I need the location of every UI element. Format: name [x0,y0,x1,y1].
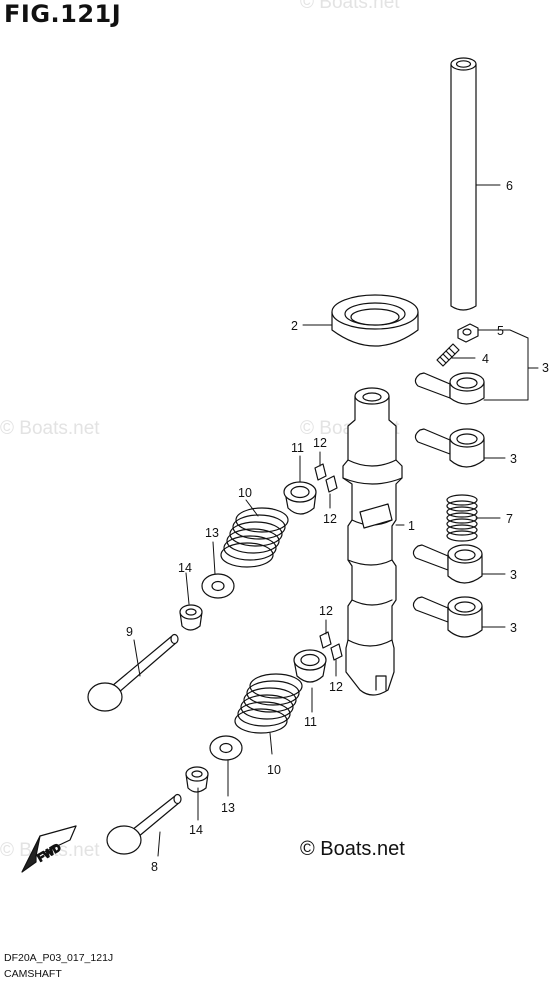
washer-part-13-lower [209,735,243,761]
callout-13-a: 13 [205,526,219,540]
callout-3-d: 3 [510,621,517,635]
leader-lines [133,184,539,857]
watermark-left: © Boats.net [0,418,100,439]
callout-13-b: 13 [221,801,235,815]
oil-seal-part-2 [331,294,419,347]
callout-6: 6 [506,179,513,193]
pipe-part-6 [450,57,477,311]
callout-14-a: 14 [178,561,192,575]
screw-part-4 [436,343,460,367]
fwd-arrow-icon: FWD [21,825,77,873]
rocker-arm-2 [414,428,485,468]
valve-part-8 [106,793,182,855]
callout-labels: 6 2 5 4 3 3 11 12 10 12 1 7 13 14 3 9 12… [126,179,549,874]
section-name: CAMSHAFT [4,968,62,980]
callout-3-c: 3 [510,568,517,582]
valve-spring-part-10-upper [220,507,289,568]
washer-part-13-upper [201,573,235,599]
rocker-arm-1 [414,372,485,405]
retainer-part-11-upper [283,481,317,515]
valve-spring-part-10-lower [234,673,303,734]
callout-8: 8 [151,860,158,874]
callout-1: 1 [408,519,415,533]
watermark-bottom-left: © Boats.net [0,840,100,861]
callout-10-b: 10 [267,763,281,777]
cotter-part-12-c [319,631,332,649]
rocker-arm-4 [412,596,483,638]
callout-11-b: 11 [304,715,317,729]
retainer-part-11-lower [293,649,327,683]
rocker-arm-3 [412,544,483,584]
camshaft-part-1 [342,387,403,696]
valve-seal-part-14-upper [179,604,203,631]
copyright-text: © Boats.net [300,838,405,860]
callout-7: 7 [506,512,513,526]
callout-9: 9 [126,625,133,639]
cotter-part-12-d [330,643,343,661]
valve-seal-part-14-lower [185,766,209,793]
valve-part-9 [87,633,179,712]
spring-part-7 [446,494,478,542]
callout-12-a: 12 [313,436,327,450]
callout-12-c: 12 [319,604,333,618]
drawing-code: DF20A_P03_017_121J [4,952,114,964]
callout-3-a: 3 [542,361,549,375]
figure-title: FIG.121J [4,0,122,28]
cotter-part-12-a [314,463,327,481]
callout-14-b: 14 [189,823,203,837]
callout-3-b: 3 [510,452,517,466]
callout-2: 2 [291,319,298,333]
callout-10-a: 10 [238,486,252,500]
cotter-part-12-b [325,475,338,493]
nut-part-5 [457,323,479,343]
watermark-top: © Boats.net [300,0,400,13]
callout-11-a: 11 [291,441,304,455]
callout-12-b: 12 [323,512,337,526]
callout-4: 4 [482,352,489,366]
callout-12-d: 12 [329,680,343,694]
callout-5: 5 [497,324,504,338]
